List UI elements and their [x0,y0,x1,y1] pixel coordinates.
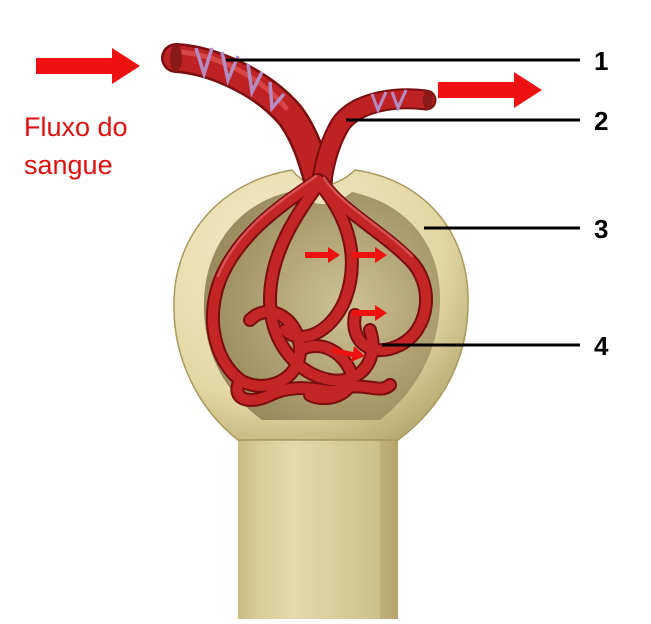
label-2: 2 [594,106,608,136]
label-3: 3 [594,214,608,244]
nerve-wrap-afferent [194,47,286,113]
afferent-arteriole [161,43,333,195]
flow-caption-line2: sangue [24,150,113,180]
renal-tubule [238,420,398,619]
flow-caption: Fluxo do sangue [24,108,128,184]
flow-in-arrow [36,48,140,84]
label-4: 4 [594,331,609,361]
efferent-arteriole [311,88,437,191]
nerve-wrap-efferent [370,89,408,114]
flow-out-arrow [438,72,542,108]
flow-caption-line1: Fluxo do [24,112,128,142]
glomerular-capillaries [206,173,433,407]
leader-lines [226,58,580,347]
filtration-arrows [305,247,387,362]
label-1: 1 [594,46,608,76]
